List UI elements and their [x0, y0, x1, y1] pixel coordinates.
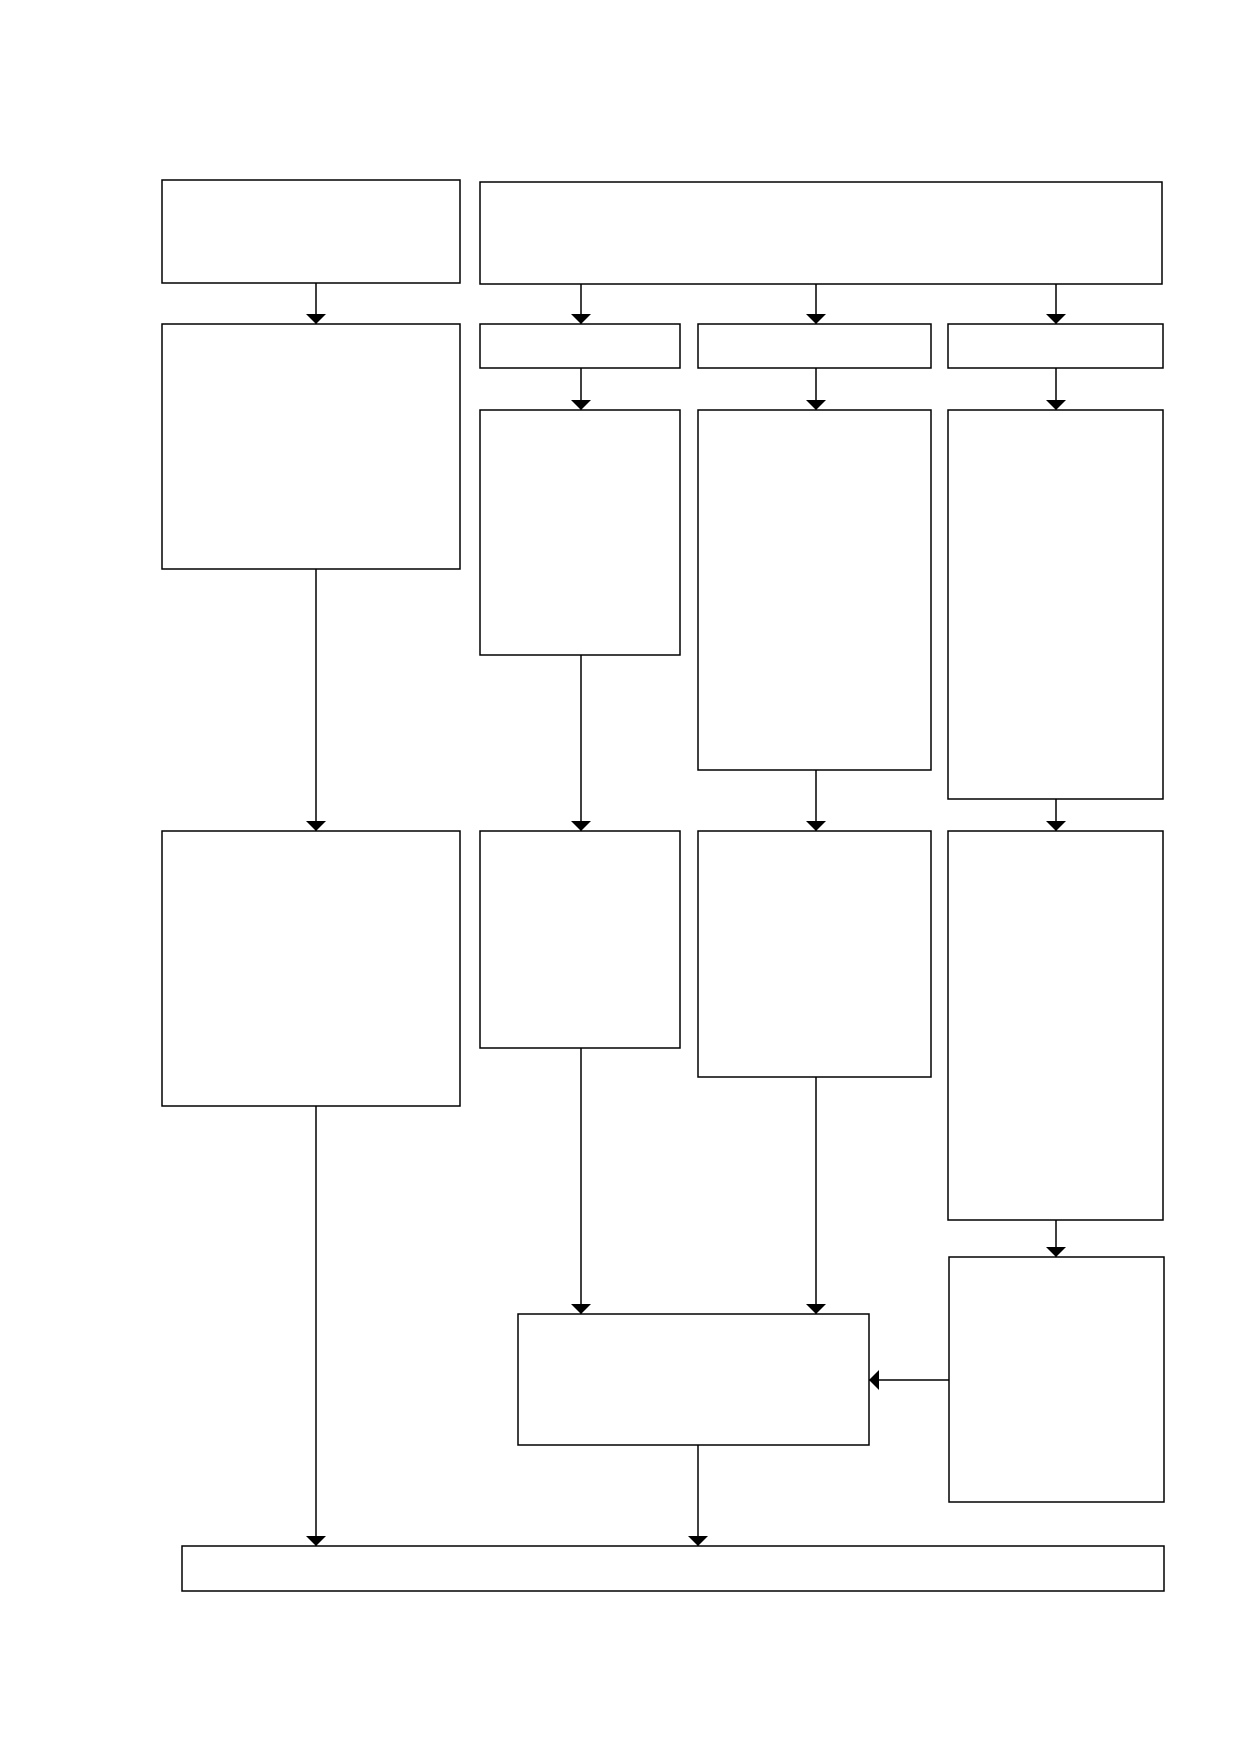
node-b4: [479, 830, 681, 1049]
node-a1: [161, 179, 461, 284]
node-box: [479, 181, 1163, 285]
node-b3: [479, 409, 681, 656]
node-box: [947, 409, 1164, 800]
node-d4: [947, 830, 1164, 1221]
node-box: [181, 1545, 1165, 1592]
node-c3: [697, 409, 932, 771]
node-box: [479, 323, 681, 369]
node-box: [697, 323, 932, 369]
node-c2: [697, 323, 932, 369]
node-box: [697, 830, 932, 1078]
node-d2: [947, 323, 1164, 369]
node-a2: [161, 323, 461, 570]
node-b1: [479, 181, 1163, 285]
node-box: [517, 1313, 870, 1446]
node-box: [161, 830, 461, 1107]
node-d5: [948, 1256, 1165, 1503]
node-box: [161, 179, 461, 284]
node-b2: [479, 323, 681, 369]
node-box: [161, 323, 461, 570]
node-box: [948, 1256, 1165, 1503]
node-box: [479, 409, 681, 656]
nodes-layer: [161, 179, 1165, 1592]
node-a4: [161, 830, 461, 1107]
node-c4: [697, 830, 932, 1078]
node-d3: [947, 409, 1164, 800]
node-z6: [181, 1545, 1165, 1592]
node-box: [947, 323, 1164, 369]
node-m5: [517, 1313, 870, 1446]
node-box: [947, 830, 1164, 1221]
node-box: [697, 409, 932, 771]
edges-layer: [306, 283, 1066, 1546]
node-box: [479, 830, 681, 1049]
